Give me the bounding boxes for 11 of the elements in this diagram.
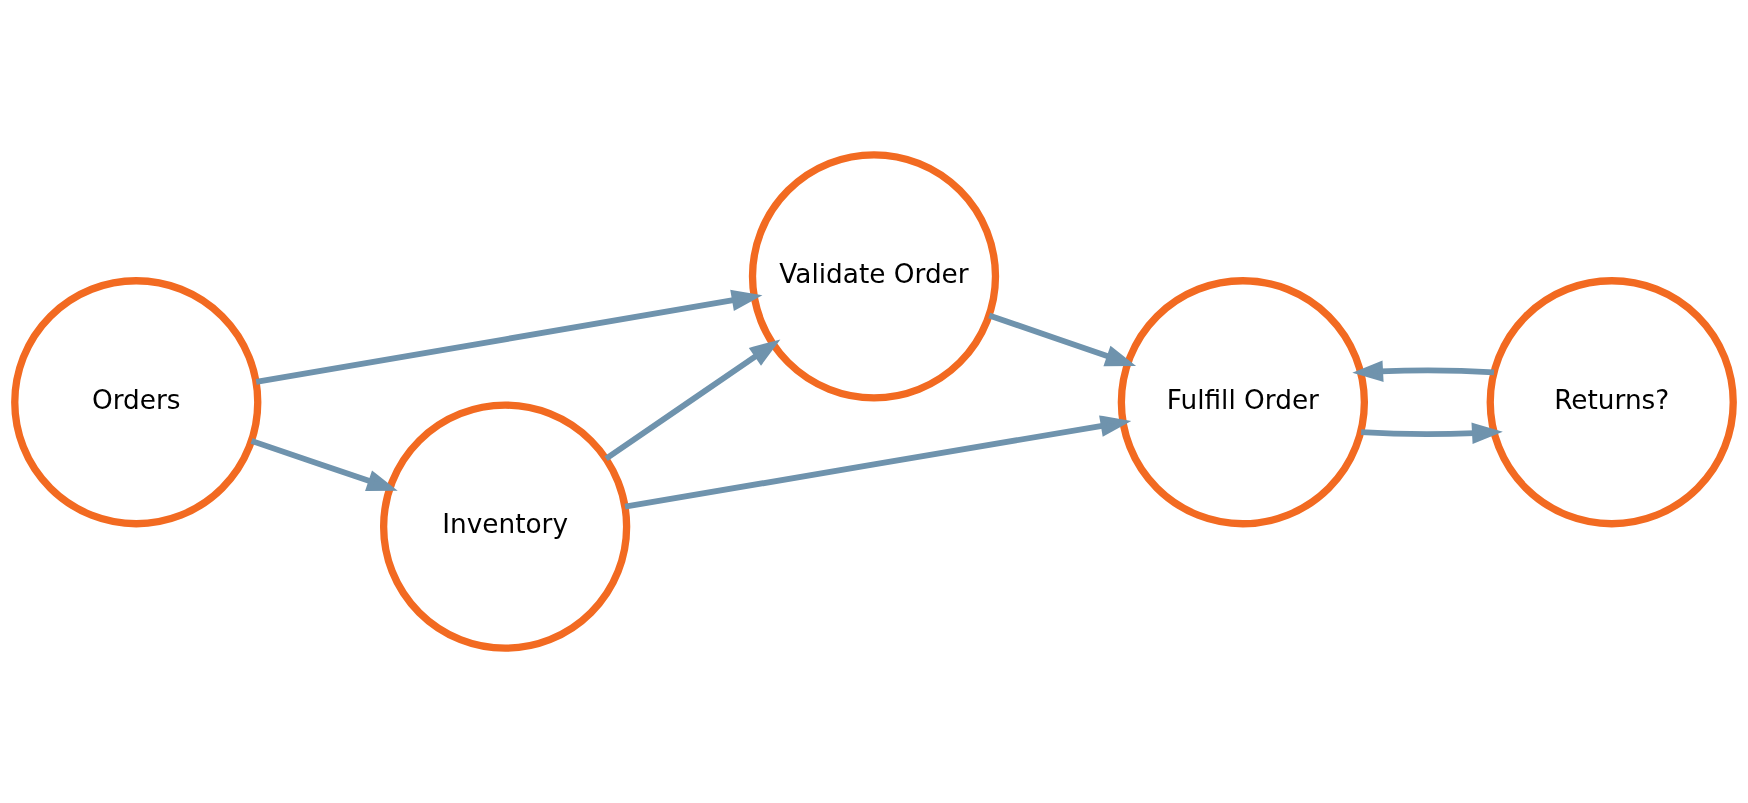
node-circle: Orders <box>11 277 262 528</box>
node-circle: Returns? <box>1486 277 1737 528</box>
arrow <box>624 415 1132 510</box>
arrow <box>250 438 398 491</box>
node-circle: Inventory <box>379 401 631 652</box>
arrow <box>1360 422 1503 444</box>
arrow <box>255 289 763 385</box>
arrow <box>604 339 781 461</box>
arrow <box>988 312 1137 367</box>
node-circle: Fulfill Order <box>1117 277 1368 528</box>
arrow <box>1352 360 1495 382</box>
